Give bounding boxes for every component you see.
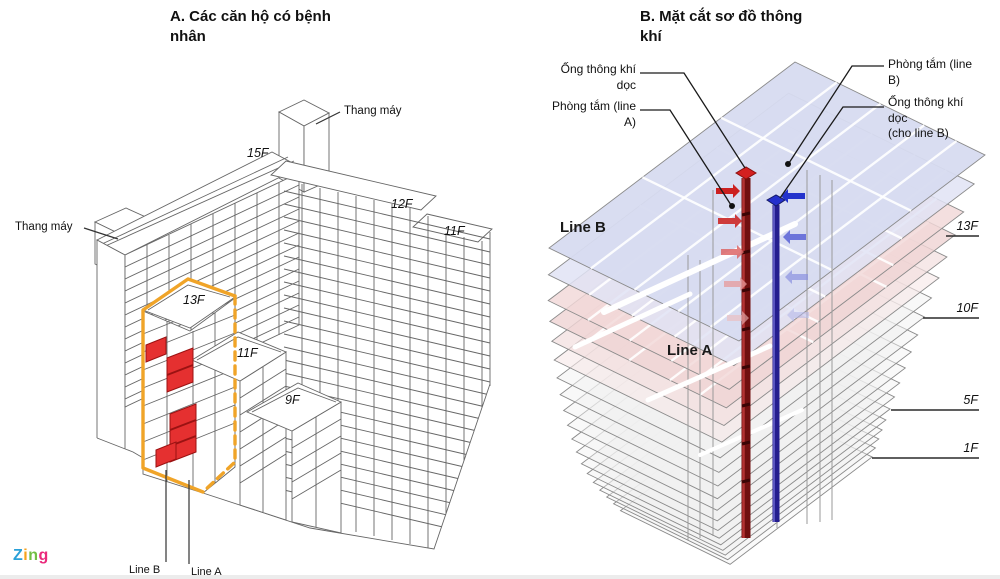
brand-logo: Zing bbox=[13, 547, 49, 565]
brand-letter-g: g bbox=[38, 547, 49, 564]
brand-letter-n: n bbox=[28, 547, 39, 564]
airflow-arrows-blue bbox=[781, 189, 809, 322]
floor-label-10f: 10F bbox=[956, 301, 978, 315]
floor-reference-lines bbox=[872, 235, 979, 459]
callout-duct-b: Ống thông khí dọc (cho line B) bbox=[888, 95, 964, 141]
panel-b-title: B. Mặt cắt sơ đồ thông khí bbox=[640, 8, 803, 45]
floor-label-5f: 5F bbox=[963, 393, 978, 407]
roof-label-13f: 13F bbox=[183, 293, 205, 307]
zone-label-line-a: Line A bbox=[667, 342, 713, 359]
building-a-wireframe bbox=[0, 99, 519, 579]
roof-label-15f: 15F bbox=[247, 146, 269, 160]
floor-label-13f: 13F bbox=[956, 219, 978, 233]
line-a-label-a: Line A bbox=[191, 566, 222, 578]
callout-bath-a: Phòng tắm (line A) bbox=[551, 99, 636, 129]
callout-bath-b: Phòng tắm (line B) bbox=[888, 57, 973, 87]
roof-label-11f-front: 11F bbox=[237, 346, 258, 360]
airflow-arrows-red bbox=[716, 184, 749, 325]
line-b-label-a: Line B bbox=[129, 564, 161, 576]
roof-label-12f: 12F bbox=[391, 197, 413, 211]
ground-mask bbox=[0, 384, 519, 579]
zone-label-line-b: Line B bbox=[560, 219, 606, 236]
front-block-9f bbox=[245, 382, 342, 534]
elevator-label-left: Thang máy bbox=[15, 221, 73, 233]
leader-lines-a bbox=[83, 111, 341, 564]
bottom-strip bbox=[0, 575, 1000, 579]
roof-label-11f-wing: 11F bbox=[444, 224, 465, 238]
callout-duct-a: Ống thông khí dọc bbox=[560, 62, 636, 92]
roof-label-9f: 9F bbox=[285, 393, 300, 407]
floor-label-1f: 1F bbox=[963, 441, 978, 455]
brand-letter-i: i bbox=[23, 547, 29, 564]
panel-a-title: A. Các căn hộ có bệnh nhân bbox=[170, 8, 331, 45]
leader-lines-b bbox=[640, 65, 884, 209]
brand-letter-z: Z bbox=[13, 547, 24, 564]
front-block-11f bbox=[191, 331, 287, 521]
elevator-label-top: Thang máy bbox=[344, 105, 402, 117]
case-cells bbox=[145, 336, 197, 468]
highlight-outline bbox=[141, 277, 237, 494]
